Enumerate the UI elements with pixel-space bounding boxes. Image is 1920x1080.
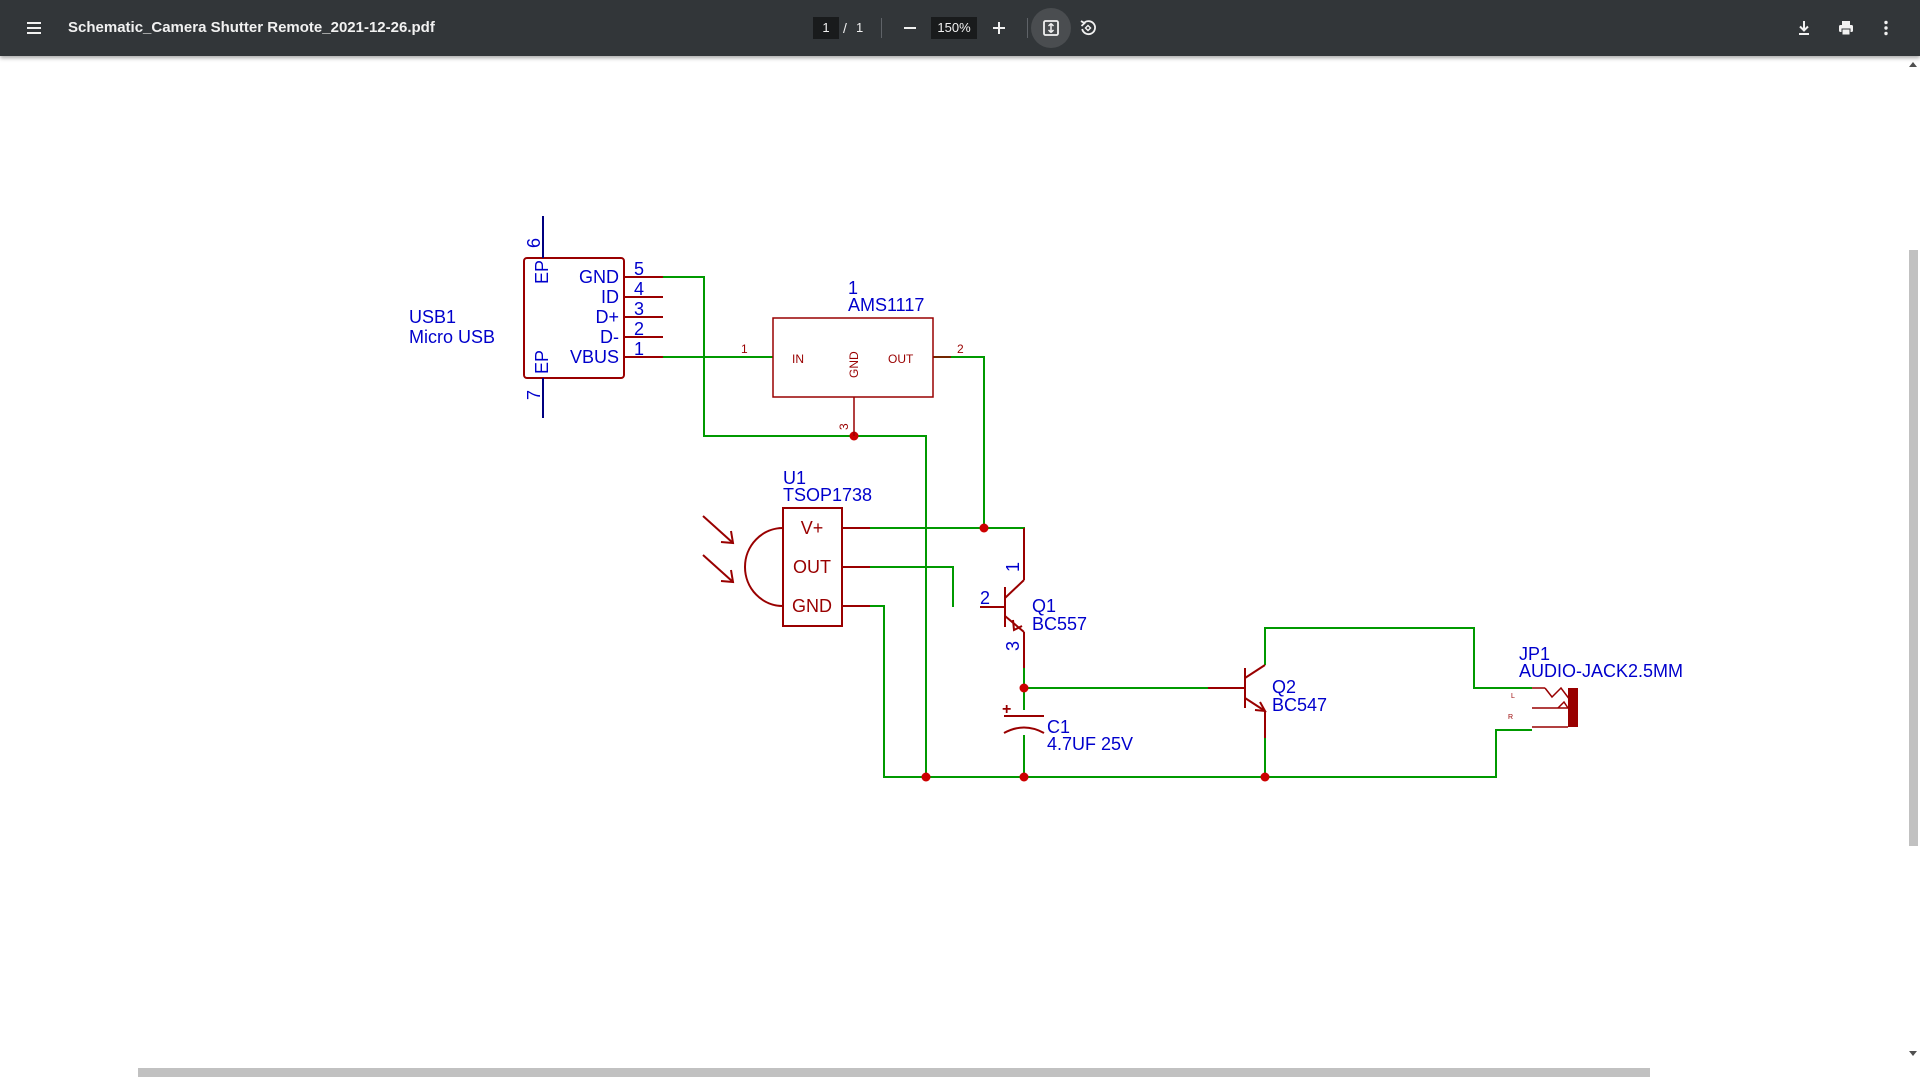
usb-ep-name: EP: [532, 350, 552, 374]
q1-pin-number: 3: [1003, 641, 1023, 651]
rotate-counterclockwise-icon: [1080, 20, 1096, 35]
vertical-scroll-thumb[interactable]: [1909, 250, 1918, 846]
wire-gnd: [640, 276, 927, 777]
zoom-in-button[interactable]: [979, 8, 1019, 48]
q1-pin-number: 1: [1003, 562, 1023, 572]
download-icon: [1799, 21, 1809, 35]
wire-jack-signal: [1264, 627, 1532, 689]
usb-pin-name: D-: [600, 327, 619, 347]
horizontal-scroll-thumb[interactable]: [138, 1068, 1650, 1077]
ir-pin-label: OUT: [793, 557, 831, 577]
fit-to-page-button[interactable]: [1031, 8, 1071, 48]
document-title: Schematic_Camera Shutter Remote_2021-12-…: [68, 19, 435, 36]
junctions: [849, 431, 1270, 782]
more-actions-button[interactable]: [1866, 8, 1906, 48]
scroll-up-arrow-icon[interactable]: [1906, 58, 1920, 70]
c1-polarity: +: [1002, 701, 1011, 718]
scroll-down-arrow-icon[interactable]: [1906, 1048, 1920, 1060]
more-vertical-icon: [1884, 20, 1888, 36]
zoom-out-button[interactable]: [890, 8, 930, 48]
q1-value: BC557: [1032, 614, 1087, 634]
usb-pin-name: ID: [601, 287, 619, 307]
menu-icon: [27, 22, 41, 34]
junction-dot: [921, 772, 931, 782]
wire-vout: [933, 356, 1025, 529]
regulator-pin-number: 1: [741, 342, 748, 356]
jack-value: AUDIO-JACK2.5MM: [1519, 661, 1683, 681]
minus-icon: [904, 27, 916, 29]
jack-pin-l: L: [1511, 693, 1515, 700]
regulator-pin-number: 2: [957, 342, 964, 356]
regulator-pin-gnd: GND: [847, 351, 861, 378]
page-count: 1: [856, 20, 864, 35]
audio-jack-body: [1568, 688, 1578, 727]
jack-pin-r: R: [1508, 714, 1513, 721]
capacitor-c1: [1003, 715, 1045, 734]
print-icon: [1839, 21, 1853, 36]
usb-pin-name: GND: [579, 267, 619, 287]
q2-value: BC547: [1272, 695, 1327, 715]
ir-receiver-value: TSOP1738: [783, 485, 872, 505]
audio-jack: L R JP1 AUDIO-JACK2.5MM: [1508, 644, 1683, 728]
wire-ground-bus: [846, 605, 1532, 778]
vertical-scrollbar[interactable]: [1906, 56, 1920, 1064]
toolbar-divider: [1027, 18, 1028, 38]
ir-receiver-designator: U1: [783, 468, 806, 488]
usb-value: Micro USB: [409, 327, 495, 347]
usb-pin-number: 2: [634, 319, 644, 339]
pdf-page: GND ID D+ D- VBUS 5 4 3 2 1 6 EP EP 7 US…: [0, 56, 1906, 1064]
ir-lens: [744, 527, 784, 607]
voltage-regulator: IN OUT GND 1 2 3 1 AMS1117: [741, 278, 964, 436]
ir-receiver: V+ OUT GND U1 TSOP1738: [702, 468, 872, 627]
q2-designator: Q2: [1272, 677, 1296, 697]
usb-ep-name: EP: [532, 260, 552, 284]
regulator-pin-out: OUT: [888, 352, 914, 366]
transistor-q1-labels: 1 2 3 Q1 BC557: [980, 562, 1087, 651]
usb-pin-name: VBUS: [570, 347, 619, 367]
ir-pin-label: V+: [801, 518, 824, 538]
regulator-pin-number: 3: [837, 423, 851, 430]
schematic-drawing: GND ID D+ D- VBUS 5 4 3 2 1 6 EP EP 7 US…: [409, 216, 1683, 782]
q1-pin-number: 2: [980, 588, 990, 608]
rotate-button[interactable]: [1068, 8, 1108, 48]
usb-pin-number: 5: [634, 259, 644, 279]
horizontal-scrollbar[interactable]: [0, 1064, 1906, 1080]
pdf-toolbar: Schematic_Camera Shutter Remote_2021-12-…: [0, 0, 1920, 56]
print-button[interactable]: [1826, 8, 1866, 48]
usb-pin-number: 1: [634, 339, 644, 359]
transistor-q1: [980, 528, 1025, 668]
junction-dot: [1260, 772, 1270, 782]
wire-ir-out: [846, 566, 954, 607]
junction-dot: [979, 523, 989, 533]
usb-pin-name: D+: [595, 307, 619, 327]
toolbar-divider: [881, 18, 882, 38]
q1-designator: Q1: [1032, 596, 1056, 616]
usb-pin-number: 3: [634, 299, 644, 319]
c1-designator: C1: [1047, 717, 1070, 737]
junction-dot: [1019, 683, 1029, 693]
usb-connector: GND ID D+ D- VBUS 5 4 3 2 1 6 EP EP 7 US…: [409, 216, 663, 418]
regulator-designator: 1: [848, 278, 858, 298]
ir-light-arrows-icon: [702, 515, 735, 584]
usb-designator: USB1: [409, 307, 456, 327]
usb-pin-number: 4: [634, 279, 644, 299]
junction-dot: [1019, 772, 1029, 782]
usb-ep-number: 7: [524, 390, 544, 400]
regulator-value: AMS1117: [848, 295, 924, 315]
c1-value: 4.7UF 25V: [1047, 734, 1133, 754]
usb-ep-number: 6: [524, 238, 544, 248]
ir-pin-label: GND: [792, 596, 832, 616]
page-separator: /: [843, 20, 847, 36]
jack-designator: JP1: [1519, 644, 1550, 664]
plus-icon: [993, 22, 1005, 34]
download-button[interactable]: [1784, 8, 1824, 48]
wire-q2-base: [1023, 668, 1208, 689]
regulator-pin-in: IN: [792, 352, 804, 366]
wires: [640, 276, 1532, 778]
fit-to-page-icon: [1043, 20, 1059, 36]
page-number-input[interactable]: 1: [813, 17, 839, 39]
menu-button[interactable]: [14, 8, 54, 48]
transistor-q2: [1208, 664, 1267, 738]
zoom-level-input[interactable]: 150%: [931, 17, 977, 39]
